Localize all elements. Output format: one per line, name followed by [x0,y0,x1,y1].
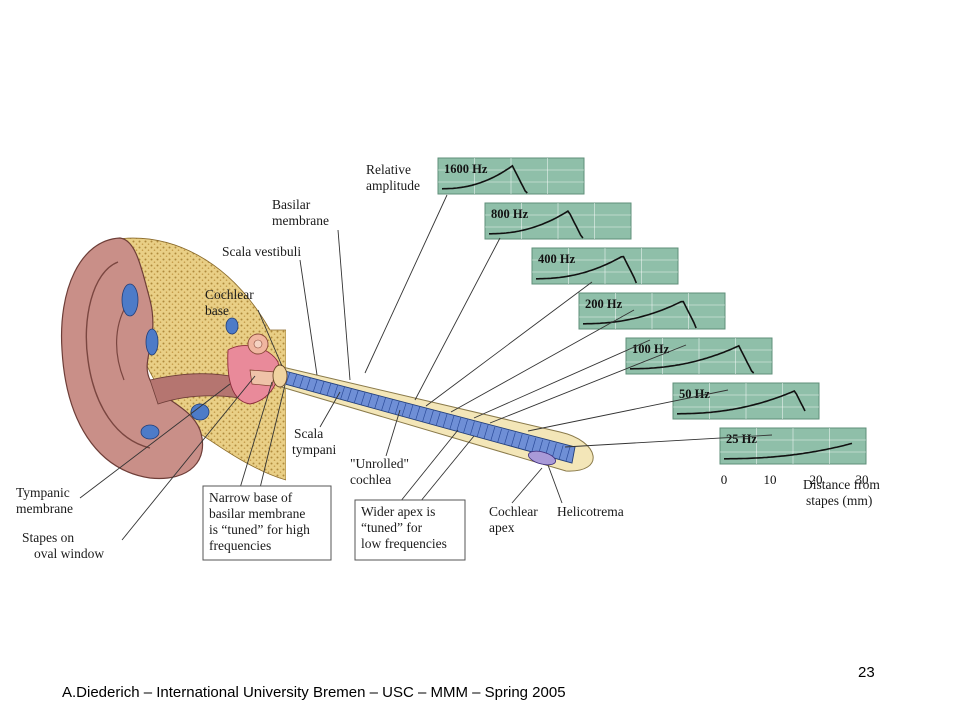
axis-tick-label: 10 [764,472,777,487]
frequency-label: 800 Hz [491,207,529,221]
leader-lines [79,194,773,541]
frequency-label: 100 Hz [632,342,670,356]
tuning-curve [536,255,638,284]
frequency-label: 25 Hz [726,432,757,446]
tuning-curve [583,300,697,329]
frequency-panel: 1600 Hz [437,157,585,195]
frequency-panel: 100 Hz [625,337,773,375]
tuning-curve [630,344,755,374]
cochlear-apex-label: Cochlear [489,504,538,519]
frequency-response-panels: 1600 Hz 800 Hz 400 Hz 200 Hz 100 Hz 50 Hz 25 H… [437,157,867,465]
frequency-panel: 50 Hz [672,382,820,420]
relative-amplitude-label-2: amplitude [366,178,420,193]
scala-tympani-label: Scala [294,426,323,441]
tuning-curve [441,164,528,194]
cochlear-base-label: Cochlear [205,287,254,302]
axis-tick-label: 30 [856,472,869,487]
frequency-panel: 200 Hz [578,292,726,330]
scala-tympani-label-2: tympani [292,442,336,457]
tuning-curve [489,210,584,239]
narrow-base-text-1: Narrow base of [209,490,293,505]
wider-apex-callout-box [354,499,466,561]
frequency-label: 1600 Hz [444,162,488,176]
cochlear-apex-label-2: apex [489,520,515,535]
axis-tick-label: 20 [810,472,823,487]
unrolled-cochlea-label: "Unrolled" [350,456,409,471]
unrolled-cochlea-label-2: cochlea [350,472,391,487]
wider-apex-text-2: “tuned” for [361,520,423,535]
axis-tick-label: 0 [721,472,728,487]
scala-vestibuli-label: Scala vestibuli [222,244,301,259]
frequency-panel: 800 Hz [484,202,632,240]
frequency-label: 50 Hz [679,387,710,401]
tuning-curve [677,390,806,415]
narrow-base-text-2: basilar membrane [209,506,305,521]
frequency-label: 400 Hz [538,252,576,266]
tuning-curve [724,442,853,460]
stapes-label-2: oval window [34,546,104,561]
basilar-membrane-label: Basilar [272,197,311,212]
ear-anatomy-illustration [16,150,286,576]
relative-amplitude-label: Relative [366,162,411,177]
tympanic-membrane-label-2: membrane [16,501,73,516]
narrow-base-callout-box [202,485,332,561]
unrolled-cochlea [272,364,594,472]
stapes-label: Stapes on [22,530,74,545]
tympanic-membrane-label: Tympanic [16,485,70,500]
page-number: 23 [858,664,875,681]
basilar-membrane-label-2: membrane [272,213,329,228]
helicotrema-label: Helicotrema [557,504,624,519]
footer-credit: A.Diederich – International University B… [62,684,566,701]
distance-axis-label: Distance from [803,477,880,492]
narrow-base-text-3: is “tuned” for high [209,522,310,537]
cochlear-base-label-2: base [205,303,229,318]
frequency-panel: 400 Hz [531,247,679,285]
wider-apex-text-3: low frequencies [361,536,447,551]
distance-axis-label-2: stapes (mm) [806,493,872,508]
frequency-panel: 25 Hz [719,427,867,465]
distance-axis: 0 10 20 30 [721,472,869,487]
wider-apex-text-1: Wider apex is [361,504,435,519]
frequency-label: 200 Hz [585,297,623,311]
narrow-base-text-4: frequencies [209,538,271,553]
